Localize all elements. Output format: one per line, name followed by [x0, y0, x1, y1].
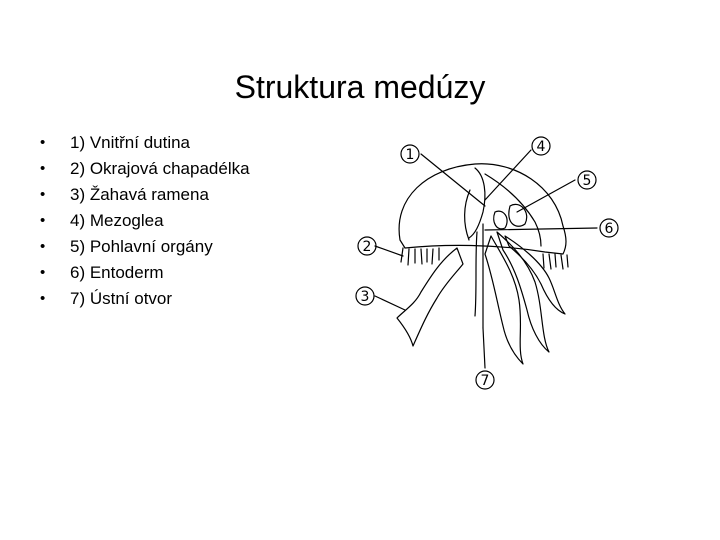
list-item-text: 5) Pohlavní orgány [70, 237, 213, 256]
mouth-column [474, 231, 478, 317]
marginal-tentacles [542, 253, 569, 270]
bullet-icon: • [40, 264, 46, 281]
gonad [508, 203, 528, 227]
bullet-icon: • [40, 212, 46, 229]
label-circle-4 [531, 136, 551, 156]
bullet-icon: • [40, 160, 46, 177]
oral-arm [484, 235, 524, 365]
label-circle-5 [577, 170, 597, 190]
jellyfish-svg: 1 2 3 4 5 6 7 [355, 136, 619, 390]
list-item: • 2) Okrajová chapadélka [40, 156, 250, 182]
bullet-icon: • [40, 238, 46, 255]
legend-list: • 1) Vnitřní dutina • 2) Okrajová chapadél… [40, 130, 250, 312]
leader-line-4 [484, 149, 532, 201]
list-item: • 1) Vnitřní dutina [40, 130, 250, 156]
marginal-tentacles [400, 247, 440, 266]
slide-title: Struktura medúzy [234, 69, 486, 106]
list-item: • 3) Žahavá ramena [40, 182, 250, 208]
label-circle-7 [475, 370, 495, 390]
leader-line-3 [374, 295, 406, 311]
leader-line-1 [420, 153, 486, 207]
list-item: • 4) Mezoglea [40, 208, 250, 234]
list-item: • 7) Ústní otvor [40, 286, 250, 312]
label-number-1: 1 [406, 147, 415, 163]
leader-line-6 [484, 227, 598, 231]
label-number-6: 6 [605, 221, 614, 237]
label-number-5: 5 [583, 173, 592, 189]
list-item-text: 4) Mezoglea [70, 211, 164, 230]
gonad [493, 210, 508, 230]
list-item-text: 6) Entoderm [70, 263, 164, 282]
list-item-text: 1) Vnitřní dutina [70, 133, 191, 152]
bullet-icon: • [40, 290, 46, 307]
list-item-text: 2) Okrajová chapadélka [70, 159, 250, 178]
label-circle-1 [400, 144, 420, 164]
label-number-2: 2 [363, 239, 372, 255]
oral-arm [496, 231, 550, 353]
inner-cavity [468, 167, 486, 239]
leader-line-7 [482, 327, 486, 369]
jellyfish-diagram: 1 2 3 4 5 6 7 [345, 128, 630, 398]
label-number-7: 7 [481, 373, 490, 389]
list-item-text: 3) Žahavá ramena [70, 185, 209, 204]
list-item: • 6) Entoderm [40, 260, 250, 286]
inner-cavity [464, 189, 471, 241]
list-item-text: 7) Ústní otvor [70, 289, 173, 308]
inner-cavity [484, 173, 542, 247]
list-item: • 5) Pohlavní orgány [40, 234, 250, 260]
bullet-icon: • [40, 186, 46, 203]
label-number-3: 3 [361, 289, 370, 305]
label-circle-3 [355, 286, 375, 306]
label-circle-6 [599, 218, 619, 238]
label-circle-2 [357, 236, 377, 256]
leader-line-2 [374, 245, 404, 257]
leader-line-5 [516, 179, 576, 213]
oral-arm [504, 235, 566, 315]
label-number-4: 4 [537, 139, 546, 155]
oral-arm [396, 247, 464, 347]
bullet-icon: • [40, 134, 46, 151]
